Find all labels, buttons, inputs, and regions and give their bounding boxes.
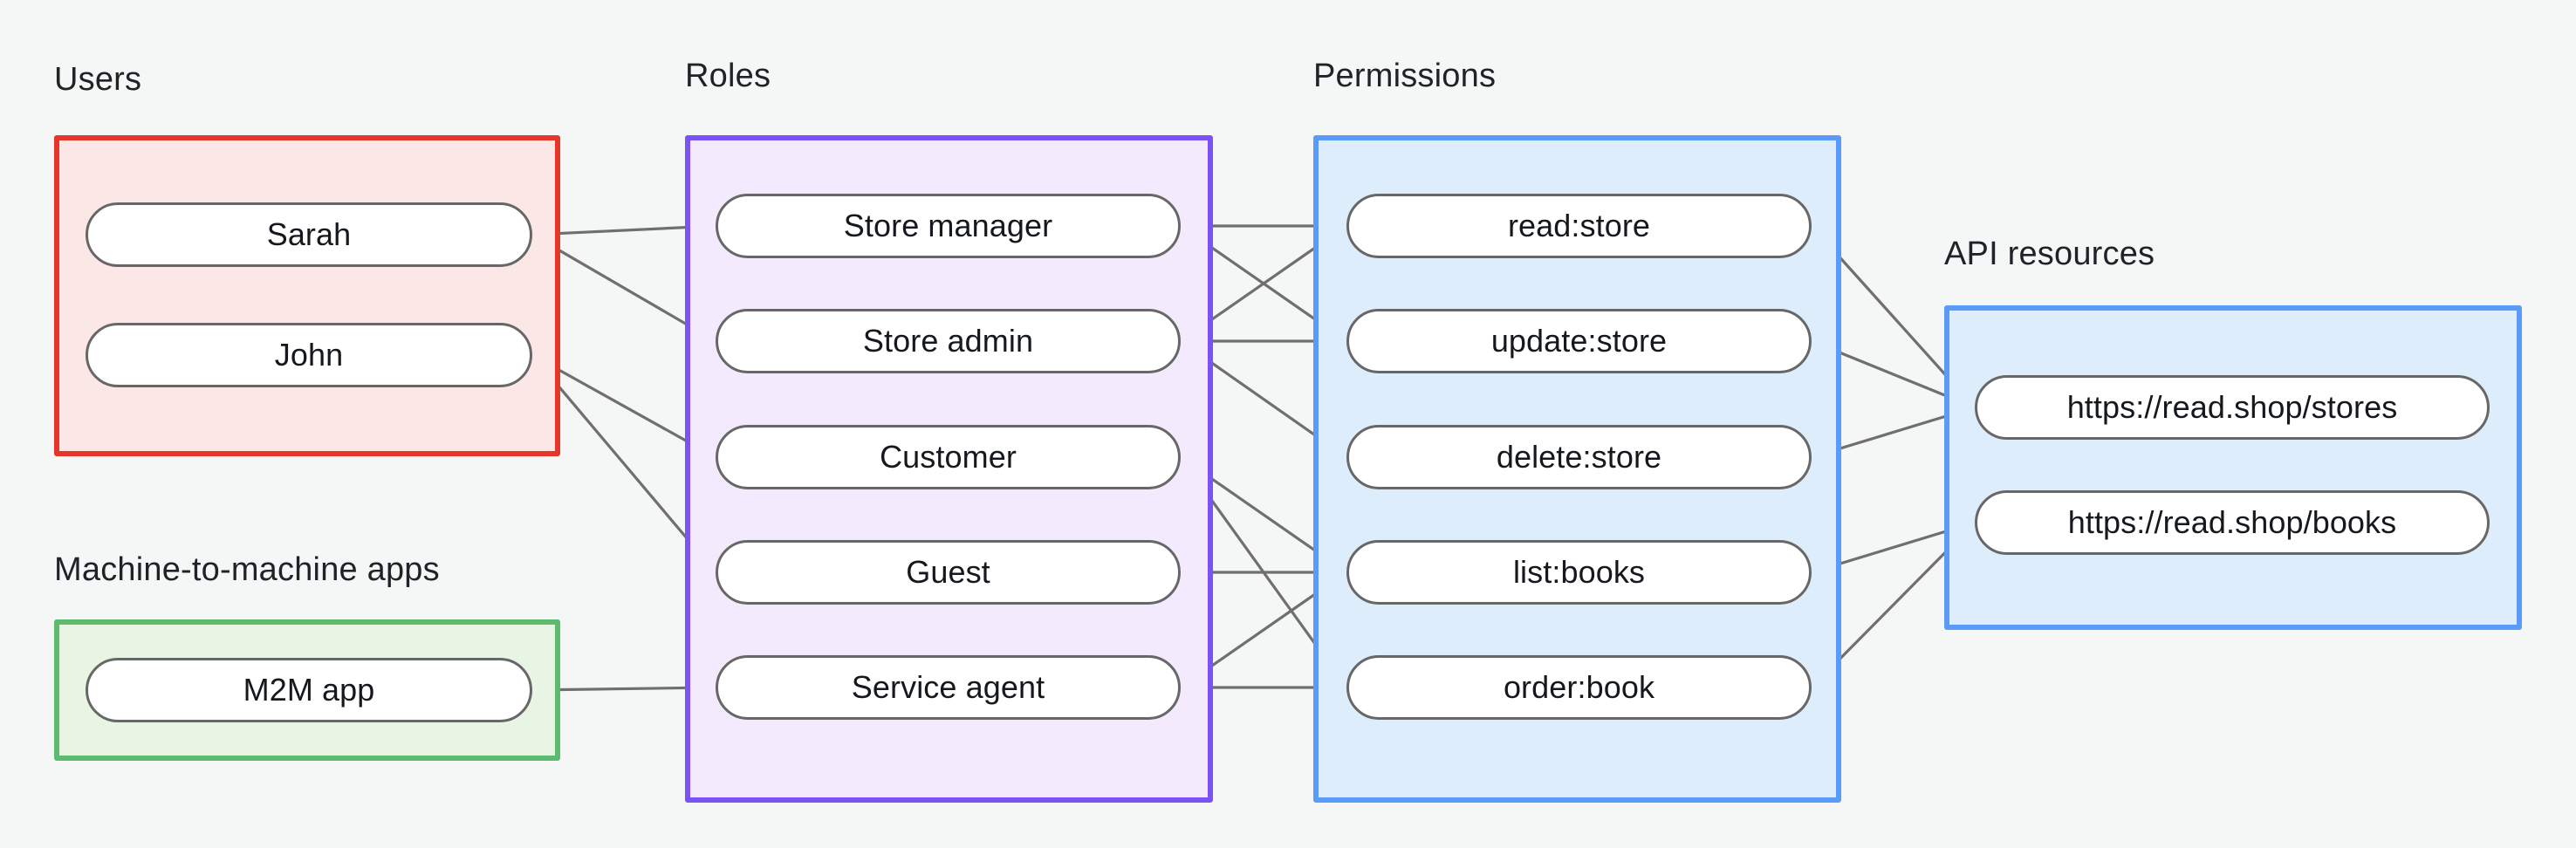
group-title-users: Users: [54, 61, 142, 98]
node-store-manager[interactable]: Store manager: [716, 194, 1181, 258]
node-sarah[interactable]: Sarah: [86, 202, 532, 267]
node-guest[interactable]: Guest: [716, 540, 1181, 605]
group-title-roles: Roles: [685, 58, 771, 94]
node-store-admin[interactable]: Store admin: [716, 309, 1181, 373]
group-box-api-resources: [1944, 305, 2522, 630]
node-res-stores[interactable]: https://read.shop/stores: [1975, 375, 2490, 440]
group-title-api-resources: API resources: [1944, 236, 2155, 272]
node-list-books[interactable]: list:books: [1346, 540, 1812, 605]
node-read-store[interactable]: read:store: [1346, 194, 1812, 258]
group-box-users: [54, 135, 560, 456]
node-delete-store[interactable]: delete:store: [1346, 425, 1812, 489]
node-res-books[interactable]: https://read.shop/books: [1975, 490, 2490, 555]
node-customer[interactable]: Customer: [716, 425, 1181, 489]
group-title-m2m: Machine-to-machine apps: [54, 551, 440, 588]
group-title-permissions: Permissions: [1313, 58, 1497, 94]
node-service-agent[interactable]: Service agent: [716, 655, 1181, 720]
node-update-store[interactable]: update:store: [1346, 309, 1812, 373]
node-john[interactable]: John: [86, 323, 532, 387]
node-m2m-app[interactable]: M2M app: [86, 658, 532, 722]
node-order-book[interactable]: order:book: [1346, 655, 1812, 720]
